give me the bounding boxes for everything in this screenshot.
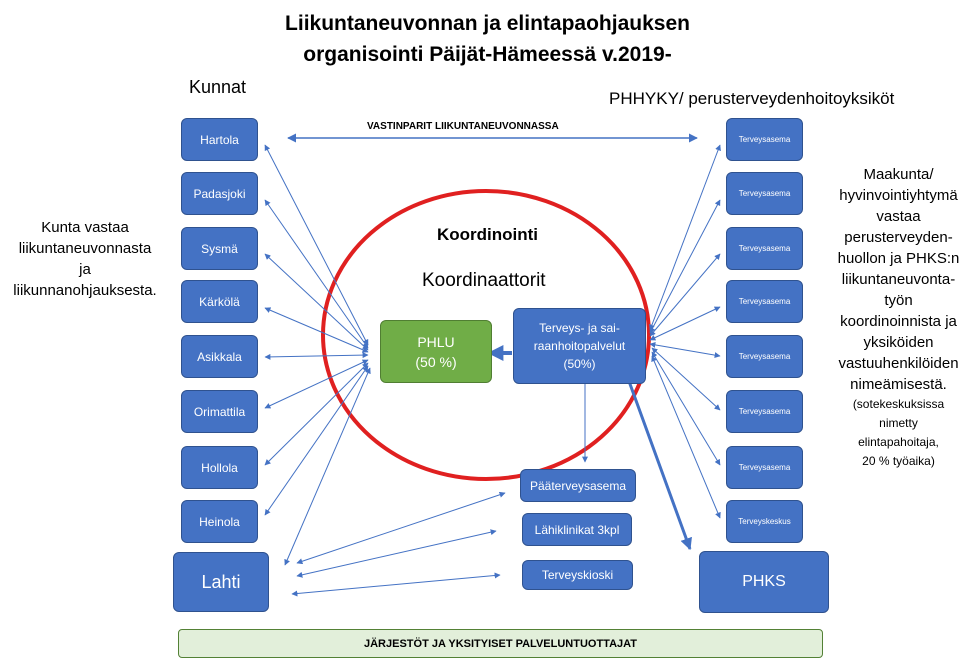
diagram-title-line1: Liikuntaneuvonnan ja elintapaohjauksen [285,12,690,35]
tsp-to-phks-arrow [620,360,692,551]
health-station-box: Terveysasema [726,227,803,270]
note-line-small: nimetty [879,416,918,430]
municipality-box-hartola: Hartola [181,118,258,161]
vastinparit-label: VASTINPARIT LIIKUNTANEUVONNASSA [367,121,559,132]
main-health-station-box: Pääterveysasema [520,469,636,502]
municipality-label: Sysmä [201,241,238,256]
note-line-small: (sotekeskuksissa [852,397,945,411]
municipality-connectors [264,144,371,566]
lahti-service-connectors [291,491,506,597]
health-station-label: Terveysasema [738,297,791,306]
note-line: liikuntaneuvonnasta [18,240,152,257]
note-line: yksiköiden [863,334,934,351]
health-station-box: Terveysasema [726,118,803,161]
organizations-label: JÄRJESTÖT JA YKSITYISET PALVELUNTUOTTAJA… [364,637,637,650]
phks-box: PHKS [699,551,829,613]
note-line: huollon ja PHKS:n [837,250,960,267]
municipality-box-heinola: Heinola [181,500,258,543]
health-station-label: Terveysasema [738,244,791,253]
coordination-label: Koordinointi [437,225,539,244]
municipality-box-asikkala: Asikkala [181,335,258,378]
note-line: vastuuhenkilöiden [838,355,959,372]
note-line: Maakunta/ [863,166,934,183]
phlu-label: PHLU [417,333,455,350]
municipality-label: Lahti [201,571,241,592]
health-kiosk-box: Terveyskioski [522,560,633,590]
phlu-box: PHLU (50 %) [380,320,492,383]
health-units-heading: PHHYKY/ perusterveydenhoitoyksiköt [609,89,895,108]
phlu-share: (50 %) [415,353,457,370]
note-line: vastaa [876,208,921,225]
health-services-box: Terveys- ja sai- raanhoitopalvelut (50%) [513,308,646,384]
health-kiosk-label: Terveyskioski [541,568,614,582]
coordinators-label: Koordinaattorit [422,270,546,291]
local-clinics-box: Lähiklinikat 3kpl [522,513,632,546]
note-line: liikunnanohjauksesta. [13,282,157,299]
note-line: ja [79,261,91,278]
municipality-label: Heinola [199,514,240,529]
municipality-label: Padasjoki [193,186,246,201]
health-station-label: Terveysasema [738,463,791,472]
note-line: perusterveyden- [844,229,953,246]
note-line: Kunta vastaa [41,219,129,236]
health-services-label-2: raanhoitopalvelut [533,339,626,353]
municipality-box-sysma: Sysmä [181,227,258,270]
municipality-label: Kärkölä [199,294,240,309]
health-station-box: Terveysasema [726,446,803,489]
health-station-label: Terveysasema [738,407,791,416]
main-health-station-label: Pääterveysasema [529,478,627,493]
municipality-label: Hollola [201,460,238,475]
health-station-box: Terveysasema [726,390,803,433]
municipality-box-lahti: Lahti [173,552,269,612]
health-station-box: Terveysasema [726,172,803,215]
note-line: liikuntaneuvonta- [841,271,956,288]
note-line: hyvinvointiyhtymä [839,187,958,204]
health-station-label: Terveysasema [738,135,791,144]
health-station-box: Terveysasema [726,335,803,378]
note-line: työn [884,292,913,309]
health-center-box: Terveyskeskus [726,500,803,543]
organizations-bar: JÄRJESTÖT JA YKSITYISET PALVELUNTUOTTAJA… [178,629,823,658]
health-services-share: (50%) [563,357,596,371]
health-station-label: Terveyskeskus [738,517,791,526]
municipality-box-hollola: Hollola [181,446,258,489]
municipality-box-orimattila: Orimattila [181,390,258,433]
local-clinics-label: Lähiklinikat 3kpl [534,522,620,537]
health-unit-connectors [649,144,721,519]
note-line: nimeämisestä. [850,376,947,393]
note-line-small: elintapahoitaja, [858,435,939,449]
phks-label: PHKS [742,573,786,590]
diagram-title-line2: organisointi Päijät-Hämeessä v.2019- [303,43,672,66]
health-services-label-1: Terveys- ja sai- [539,321,620,335]
region-responsibility-note: Maakunta/ hyvinvointiyhtymä vastaa perus… [822,164,975,471]
municipality-box-karkola: Kärkölä [181,280,258,323]
note-line-small: 20 % työaika) [862,454,935,468]
note-line: koordinoinnista ja [840,313,957,330]
health-station-label: Terveysasema [738,189,791,198]
municipality-label: Hartola [200,132,239,147]
health-station-box: Terveysasema [726,280,803,323]
municipality-label: Orimattila [193,404,246,419]
health-station-label: Terveysasema [738,352,791,361]
municipalities-heading: Kunnat [189,77,247,97]
municipality-label: Asikkala [197,349,242,364]
municipality-responsibility-note: Kunta vastaa liikuntaneuvonnasta ja liik… [0,217,170,301]
municipality-box-padasjoki: Padasjoki [181,172,258,215]
